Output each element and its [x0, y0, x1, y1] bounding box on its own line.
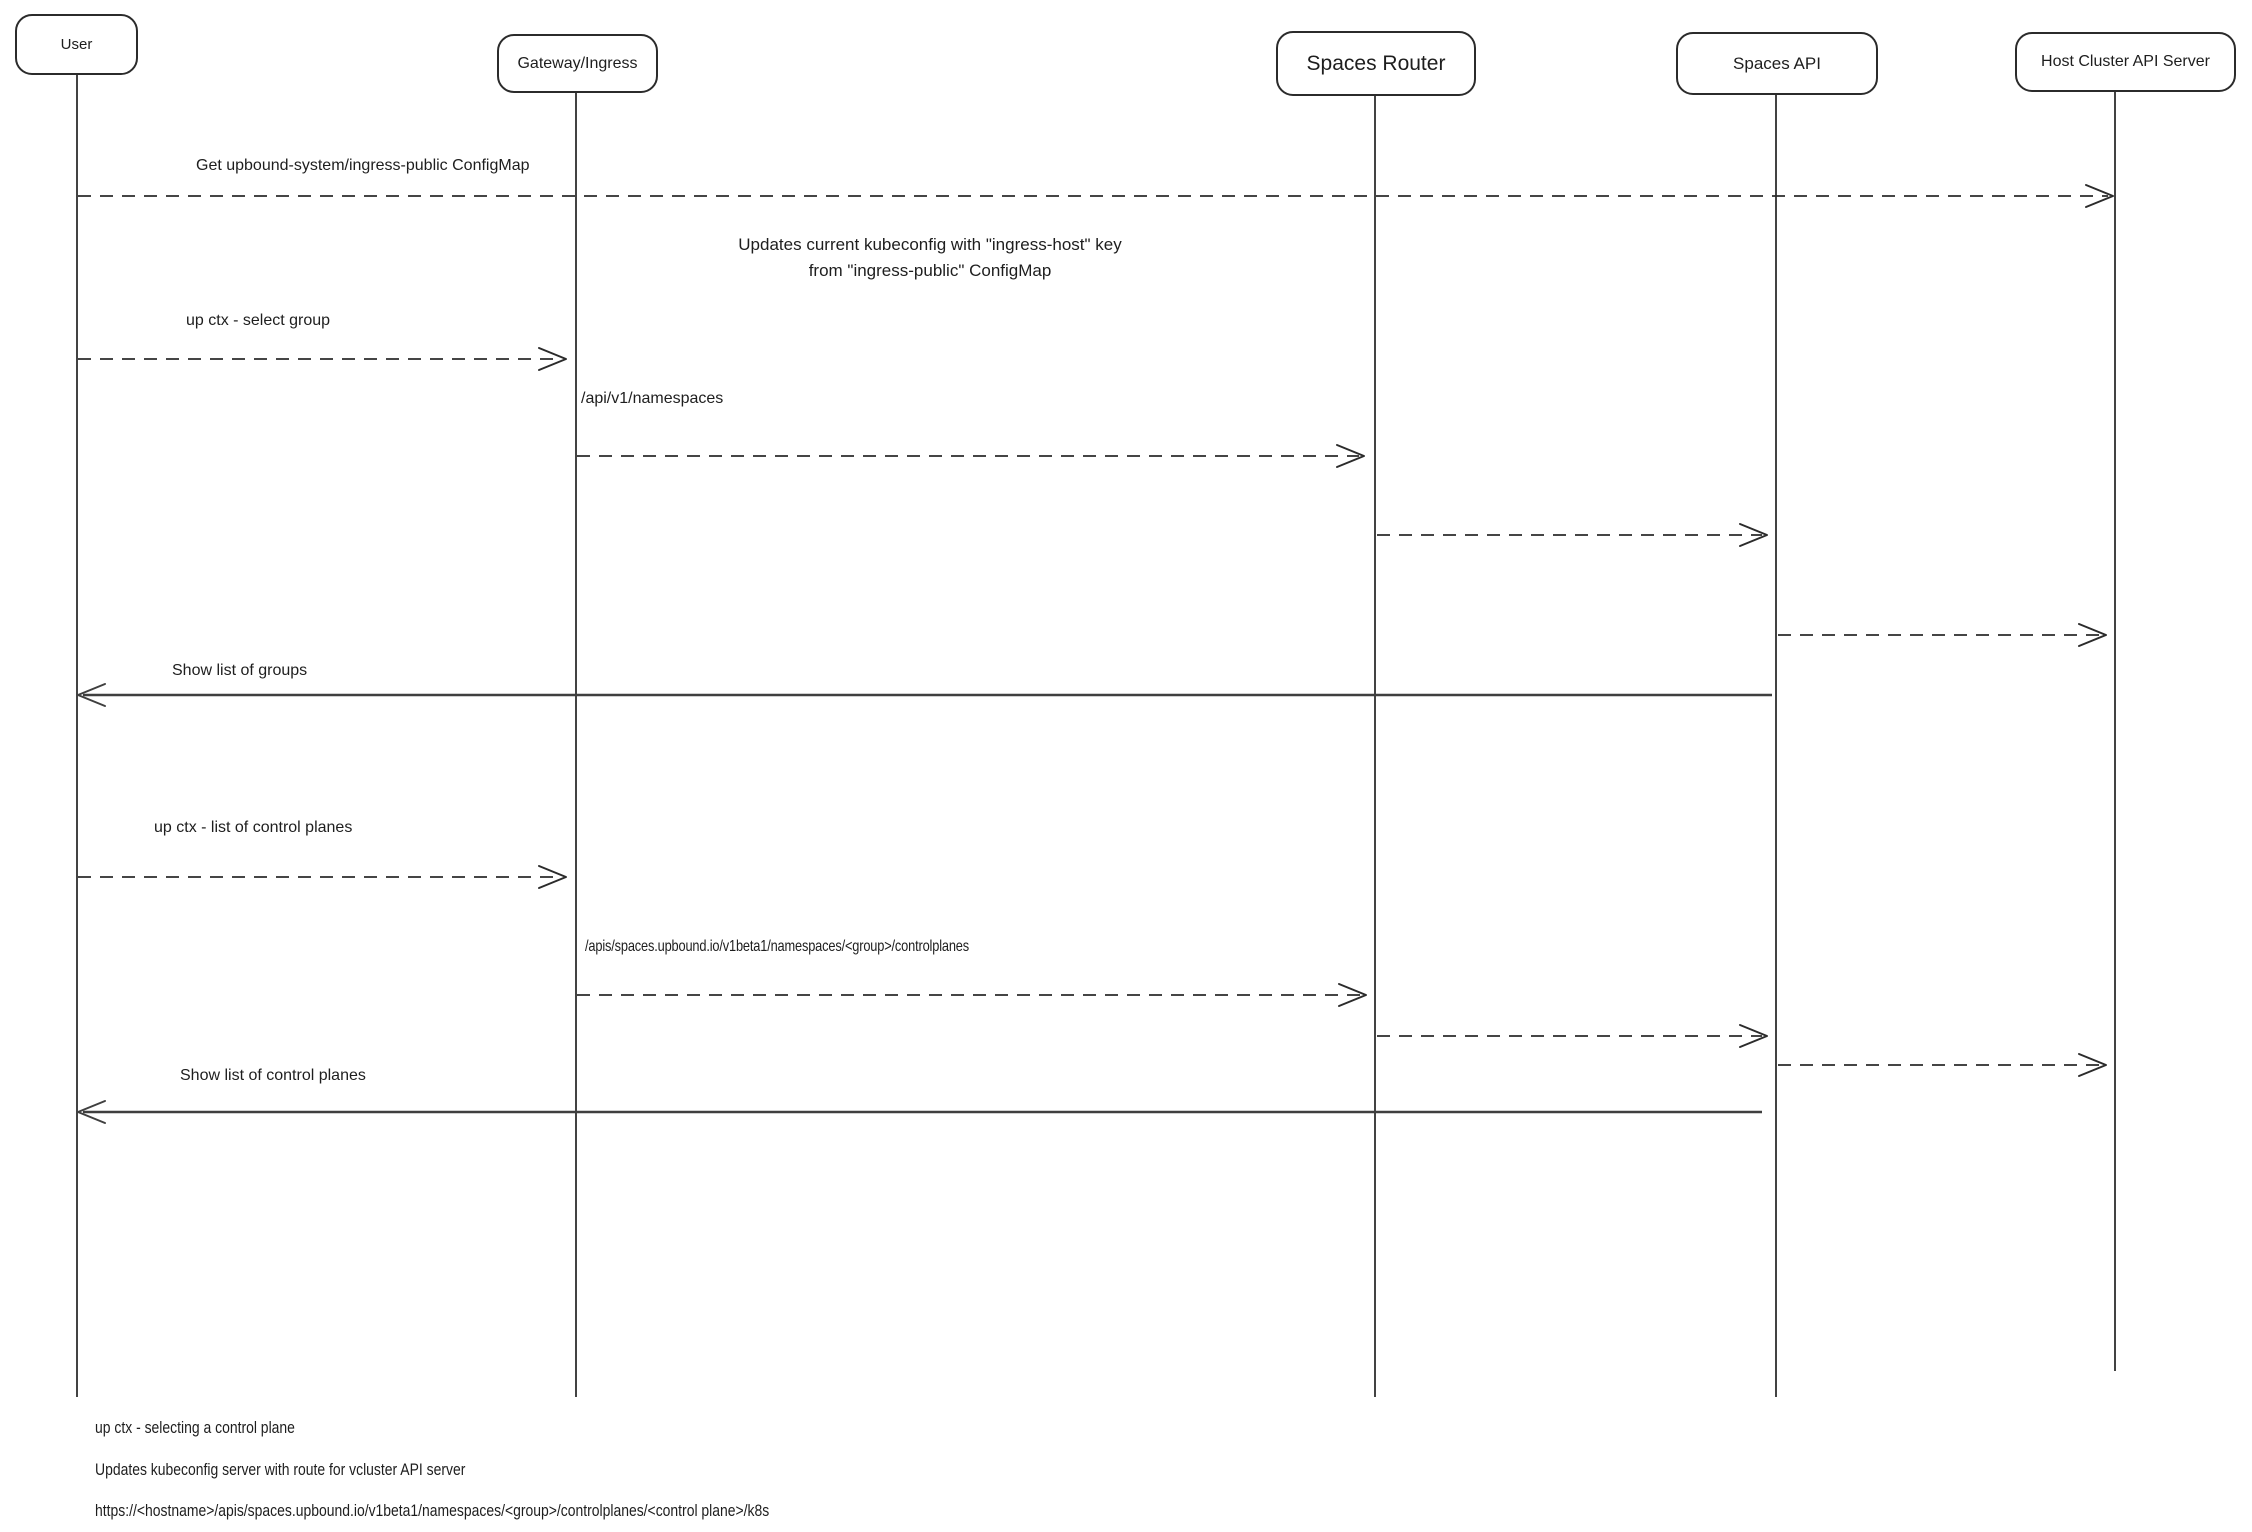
footnote-updates-kubeconfig-server: Updates kubeconfig server with route for… [95, 1460, 466, 1479]
actor-host-cluster-api-server: Host Cluster API Server [2015, 32, 2236, 92]
actor-gateway-ingress: Gateway/Ingress [497, 34, 658, 93]
arrowhead-get-ingress-public-configmap [2085, 184, 2114, 208]
note-kubeconfig-update-line-1: Updates current kubeconfig with "ingress… [738, 235, 1122, 254]
actor-spaces-api: Spaces API [1676, 32, 1878, 95]
arrowhead-show-list-of-control-planes [77, 1100, 106, 1124]
actor-host-cluster-api-server-label: Host Cluster API Server [2041, 53, 2210, 70]
arrowhead-spaces-api-to-host-2 [2078, 1053, 2107, 1077]
message-label-up-ctx-list-of-control-planes: up ctx - list of control planes [154, 819, 353, 836]
actor-user: User [15, 14, 138, 75]
actor-gateway-ingress-label: Gateway/Ingress [517, 54, 638, 72]
note-kubeconfig-update-line-2: from "ingress-public" ConfigMap [808, 261, 1052, 280]
arrowhead-up-ctx-select-group [538, 347, 567, 371]
message-label-get-ingress-public-configmap: Get upbound-system/ingress-public Config… [196, 157, 530, 174]
arrowhead-spaces-api-to-host-1 [2078, 623, 2107, 647]
note-kubeconfig-update: Updates current kubeconfig with "ingress… [700, 232, 1160, 284]
actor-spaces-router: Spaces Router [1276, 31, 1476, 96]
arrowhead-show-list-of-groups [77, 683, 106, 707]
message-label-show-list-of-groups: Show list of groups [172, 662, 308, 679]
arrowhead-apis-spaces-controlplanes [1338, 983, 1367, 1007]
message-label-apis-spaces-controlplanes: /apis/spaces.upbound.io/v1beta1/namespac… [585, 938, 969, 955]
actor-user-label: User [60, 36, 93, 53]
message-label-api-v1-namespaces: /api/v1/namespaces [581, 390, 724, 407]
message-label-show-list-of-control-planes: Show list of control planes [180, 1067, 366, 1084]
actor-spaces-api-label: Spaces API [1733, 53, 1821, 73]
message-label-up-ctx-select-group: up ctx - select group [186, 312, 331, 329]
arrowhead-api-v1-namespaces [1336, 444, 1365, 468]
footnote-vcluster-url: https://<hostname>/apis/spaces.upbound.i… [95, 1501, 770, 1520]
footnote-selecting-control-plane: up ctx - selecting a control plane [95, 1418, 295, 1437]
arrowhead-router-to-spaces-api-1 [1739, 523, 1768, 547]
actor-spaces-router-label: Spaces Router [1306, 51, 1446, 75]
arrowhead-up-ctx-list-of-control-planes [538, 865, 567, 889]
arrowhead-router-to-spaces-api-2 [1739, 1024, 1768, 1048]
